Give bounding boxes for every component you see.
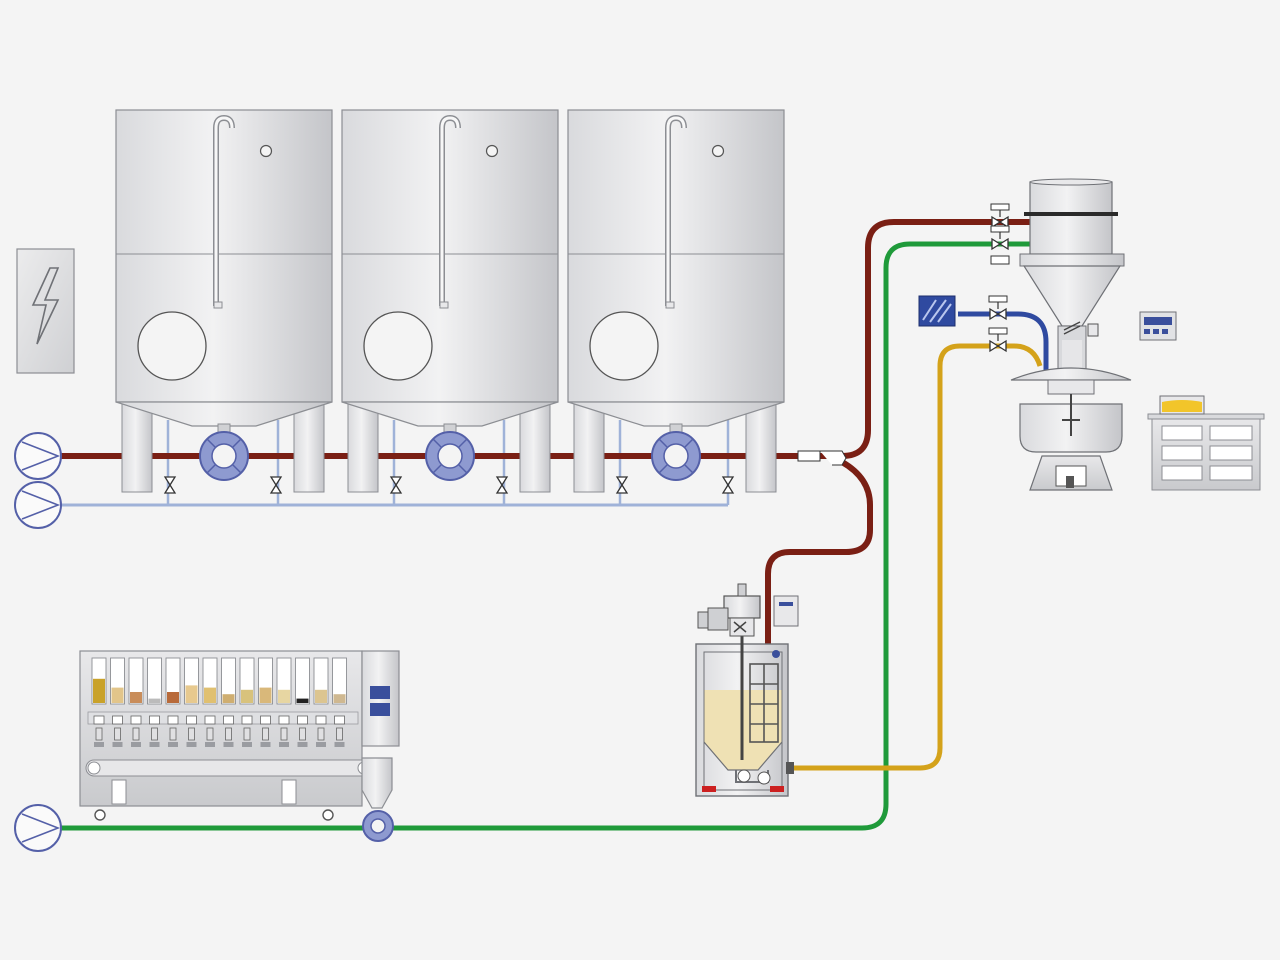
valve-icon[interactable] <box>988 327 1008 353</box>
tube-container <box>202 657 218 705</box>
pump-icon[interactable] <box>199 431 249 481</box>
caster-wheel <box>322 809 334 821</box>
valve-icon[interactable] <box>990 203 1010 229</box>
pump-icon[interactable] <box>362 810 394 842</box>
tube-container <box>128 657 144 705</box>
tube-container <box>332 657 347 705</box>
tube-container <box>91 657 107 705</box>
nozzle <box>93 715 105 747</box>
tank-1[interactable] <box>115 109 333 493</box>
pumps-left <box>14 432 62 852</box>
nozzle <box>334 715 345 747</box>
valve-icon[interactable] <box>389 476 403 494</box>
tube-container <box>147 657 162 705</box>
pipe-red-main <box>60 219 1030 459</box>
caster-wheel <box>94 809 106 821</box>
tank-3[interactable] <box>567 109 785 493</box>
valve-icon[interactable] <box>615 476 629 494</box>
tube-container <box>258 657 273 705</box>
panel-button-lower[interactable] <box>370 703 390 716</box>
tube-container <box>165 657 181 705</box>
pump-icon[interactable] <box>14 481 62 529</box>
tube-container <box>221 657 236 705</box>
high-voltage-icon <box>31 267 60 345</box>
pump-icon[interactable] <box>425 431 475 481</box>
nozzle <box>204 715 216 747</box>
valve-icon[interactable] <box>495 476 509 494</box>
nozzle <box>297 715 308 747</box>
pump-icon[interactable] <box>651 431 701 481</box>
manway-hatch <box>137 311 207 381</box>
valve-icon[interactable] <box>990 225 1010 251</box>
pipe-red-branch <box>765 459 873 646</box>
tube-container <box>110 657 125 705</box>
sensor-display[interactable] <box>773 595 799 627</box>
control-panel-icon[interactable] <box>918 295 956 327</box>
storage-tanks <box>115 109 785 493</box>
agitator <box>749 663 779 743</box>
hopper-valves <box>988 203 1010 353</box>
tube-row <box>91 657 347 705</box>
tube-container <box>184 657 199 705</box>
valve-icon[interactable] <box>269 476 283 494</box>
nozzle <box>241 715 253 747</box>
pump-icon[interactable] <box>14 432 62 480</box>
pipe-blue <box>958 311 1049 372</box>
tube-container <box>295 657 310 705</box>
nozzle-row <box>93 715 345 747</box>
digital-display[interactable] <box>1139 311 1177 341</box>
y-strainer-icon[interactable] <box>797 450 847 466</box>
hopper-fill <box>1062 340 1082 368</box>
hopper-dispenser <box>1010 178 1132 491</box>
tank-2[interactable] <box>341 109 559 493</box>
manway-hatch <box>589 311 659 381</box>
bowl <box>1159 395 1205 415</box>
mixing-vessel <box>695 583 799 797</box>
pipe-yellow <box>792 343 1043 771</box>
workbench <box>1147 395 1265 491</box>
tube-container <box>276 657 292 705</box>
manway-hatch <box>363 311 433 381</box>
panel-button-upper[interactable] <box>370 686 390 699</box>
electrical-cabinet[interactable] <box>16 248 75 374</box>
nozzle <box>130 715 142 747</box>
tube-container <box>313 657 329 705</box>
nozzle <box>260 715 271 747</box>
nozzle <box>149 715 160 747</box>
nozzle <box>167 715 179 747</box>
nozzle <box>278 715 290 747</box>
valve-icon[interactable] <box>988 295 1008 321</box>
pipe-green-main <box>60 241 1030 831</box>
nozzle <box>223 715 234 747</box>
nozzle <box>186 715 197 747</box>
nozzle <box>112 715 123 747</box>
lightblue-drops <box>166 420 730 505</box>
tube-filling-machine <box>79 650 400 821</box>
valve-icon[interactable] <box>163 476 177 494</box>
valve-icon[interactable] <box>721 476 735 494</box>
pipe-network <box>60 219 1049 831</box>
tube-container <box>239 657 255 705</box>
valves <box>163 450 847 494</box>
nozzle <box>315 715 327 747</box>
pump-icon[interactable] <box>14 804 62 852</box>
